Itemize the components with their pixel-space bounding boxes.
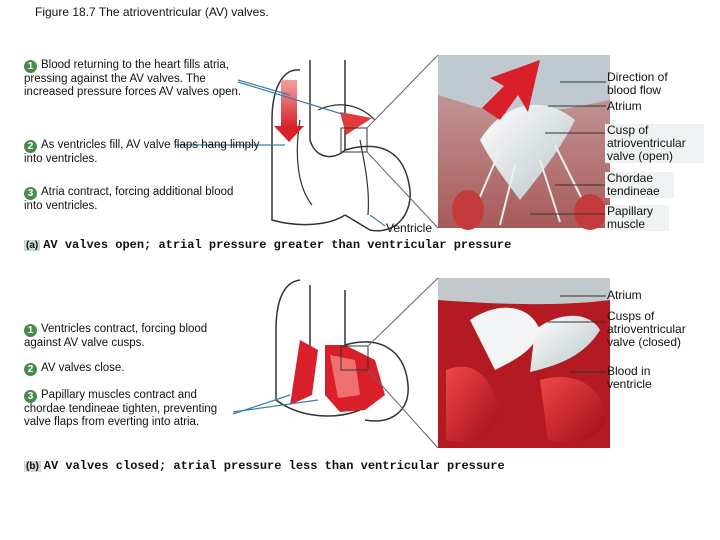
- step-text: As ventricles fill, AV valve flaps hang …: [24, 139, 260, 165]
- label-chordae-tendineae: Chordae tendineae: [605, 172, 674, 198]
- ventricle-label: Ventricle: [386, 221, 433, 235]
- panel-letter-a: (a): [24, 240, 41, 251]
- step-text: Atria contract, forcing additional blood…: [24, 186, 234, 212]
- label-cusps-closed: Cusps of atrioventricular valve (closed): [607, 309, 686, 349]
- figure-title: Figure 18.7 The atrioventricular (AV) va…: [35, 5, 269, 19]
- step-number-badge: 1: [24, 324, 37, 337]
- zoom-line: [367, 277, 439, 347]
- caption-b: (b)AV valves closed; atrial pressure les…: [24, 459, 505, 473]
- panel-letter-b: (b): [24, 461, 41, 472]
- caption-a-text: AV valves open; atrial pressure greater …: [43, 238, 512, 252]
- label-lines-a: [530, 81, 606, 215]
- heart-diagram-b: [275, 279, 409, 422]
- leader-lines-a: [175, 79, 386, 227]
- label-papillary-muscle: Papillary muscle: [605, 205, 669, 231]
- label-atrium-a: Atrium: [607, 99, 642, 113]
- step-b2: 2 AV valves close.: [24, 362, 224, 376]
- caption-a: (a)AV valves open; atrial pressure great…: [24, 238, 511, 252]
- zoom-line: [367, 369, 439, 449]
- label-direction-of-blood-flow: Direction of blood flow: [607, 70, 668, 97]
- step-number-badge: 3: [24, 390, 37, 403]
- step-text: Blood returning to the heart fills atria…: [24, 59, 242, 98]
- step-number-badge: 2: [24, 140, 37, 153]
- step-text: Ventricles contract, forcing blood again…: [24, 323, 208, 349]
- heart-diagram-a: [271, 60, 411, 232]
- step-number-badge: 1: [24, 60, 37, 73]
- label-cusp-open: Cusp of atrioventricular valve (open): [605, 124, 704, 163]
- label-lines-b: [548, 295, 606, 373]
- step-text: AV valves close.: [41, 362, 125, 374]
- zoom-line: [366, 151, 439, 229]
- step-text: Papillary muscles contract and chordae t…: [24, 389, 218, 428]
- leader-lines-b: [232, 394, 319, 415]
- step-number-badge: 2: [24, 363, 37, 376]
- valve-closed-inset: [438, 278, 610, 448]
- step-number-badge: 3: [24, 187, 37, 200]
- zoom-line: [366, 54, 439, 129]
- label-blood-in-ventricle: Blood in ventricle: [607, 364, 652, 391]
- label-atrium-b: Atrium: [607, 288, 642, 302]
- valve-open-inset: [438, 55, 610, 230]
- caption-b-text: AV valves closed; atrial pressure less t…: [43, 459, 505, 473]
